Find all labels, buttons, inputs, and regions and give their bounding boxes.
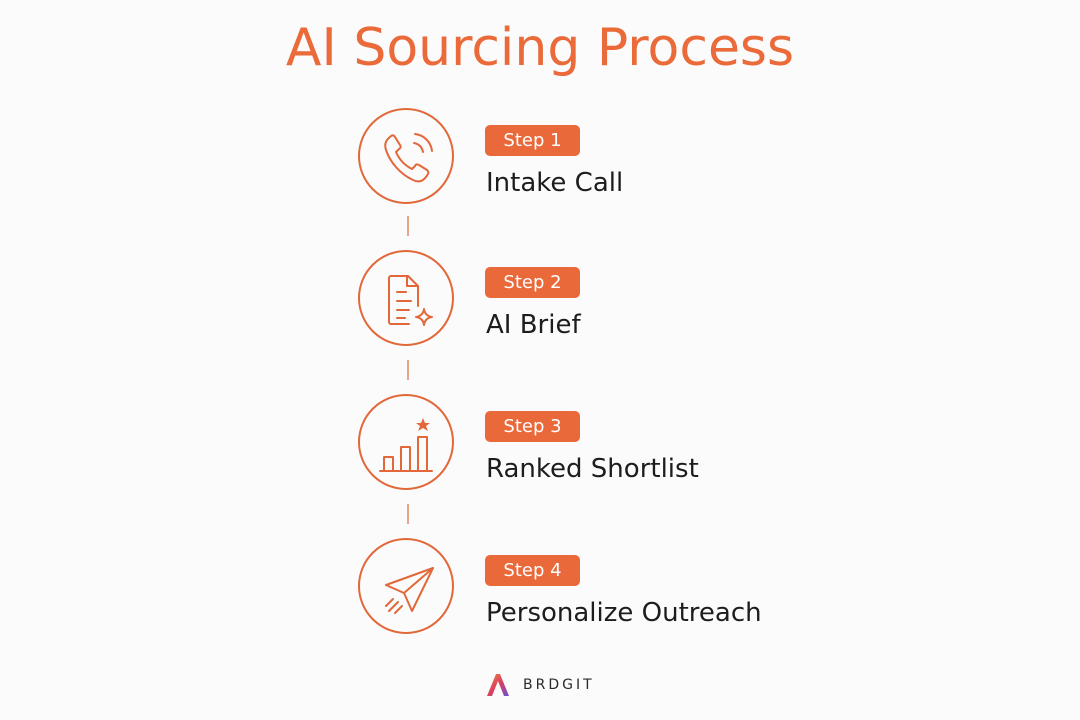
step-4: Step 4 Personalize Outreach <box>358 538 878 642</box>
step-1-icon-circle <box>358 108 454 204</box>
step-label: Intake Call <box>486 168 624 198</box>
step-2: Step 2 AI Brief <box>358 250 878 354</box>
step-connector <box>407 360 409 380</box>
step-badge: Step 1 <box>485 125 580 156</box>
step-badge: Step 2 <box>485 267 580 298</box>
document-sparkle-icon <box>388 275 433 326</box>
step-connector <box>407 504 409 524</box>
step-3-icon-circle <box>358 394 454 490</box>
step-connector <box>407 216 409 236</box>
step-label: Ranked Shortlist <box>486 454 699 484</box>
step-label: Personalize Outreach <box>486 598 762 628</box>
page-title: AI Sourcing Process <box>285 18 795 78</box>
step-badge: Step 3 <box>485 411 580 442</box>
brdgit-logo-icon <box>487 674 509 696</box>
paper-plane-icon <box>385 567 434 614</box>
step-badge: Step 4 <box>485 555 580 586</box>
bar-chart-star-icon <box>379 418 433 472</box>
phone-call-icon <box>384 133 433 183</box>
step-2-icon-circle <box>358 250 454 346</box>
step-label: AI Brief <box>486 310 581 340</box>
step-4-icon-circle <box>358 538 454 634</box>
step-1: Step 1 Intake Call <box>358 108 878 212</box>
brand-name: BRDGIT <box>523 677 595 693</box>
brand-logo: BRDGIT <box>485 672 595 698</box>
step-3: Step 3 Ranked Shortlist <box>358 394 878 498</box>
